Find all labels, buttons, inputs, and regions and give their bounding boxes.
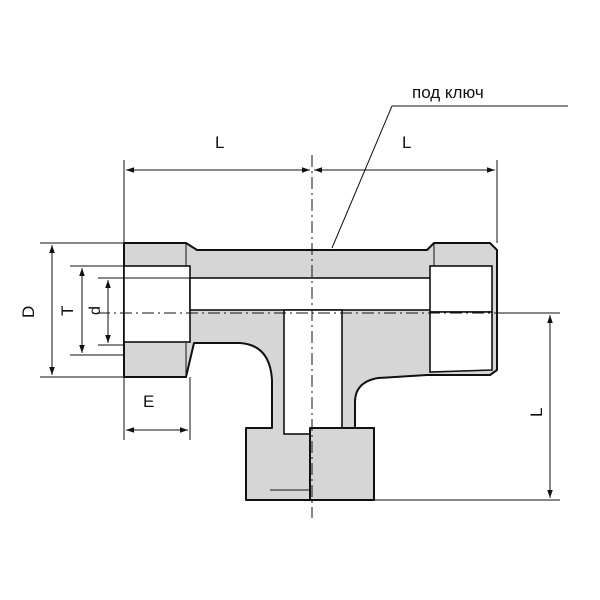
label-l-right: L <box>527 408 546 417</box>
labels: под ключ L L E D T d L <box>19 83 546 417</box>
label-l-top-left: L <box>215 133 224 152</box>
label-l-top-right: L <box>402 133 411 152</box>
label-d-outer: D <box>19 306 38 318</box>
bottom-socket <box>309 427 375 501</box>
leader-line <box>331 105 393 249</box>
label-e: E <box>143 392 154 411</box>
extension-lines <box>40 160 560 501</box>
wrench-label: под ключ <box>412 83 484 102</box>
dimension-lines <box>49 167 553 498</box>
branch-bore <box>283 309 343 435</box>
wrench-leader <box>331 105 568 249</box>
fitting-body <box>123 242 498 501</box>
right-thread-bore <box>429 265 493 313</box>
right-thread-lower <box>429 311 493 373</box>
main-bore <box>189 277 437 311</box>
left-thread-bore <box>123 265 191 343</box>
label-t: T <box>58 306 77 316</box>
label-d-inner: d <box>87 306 104 315</box>
center-lines <box>98 155 560 518</box>
